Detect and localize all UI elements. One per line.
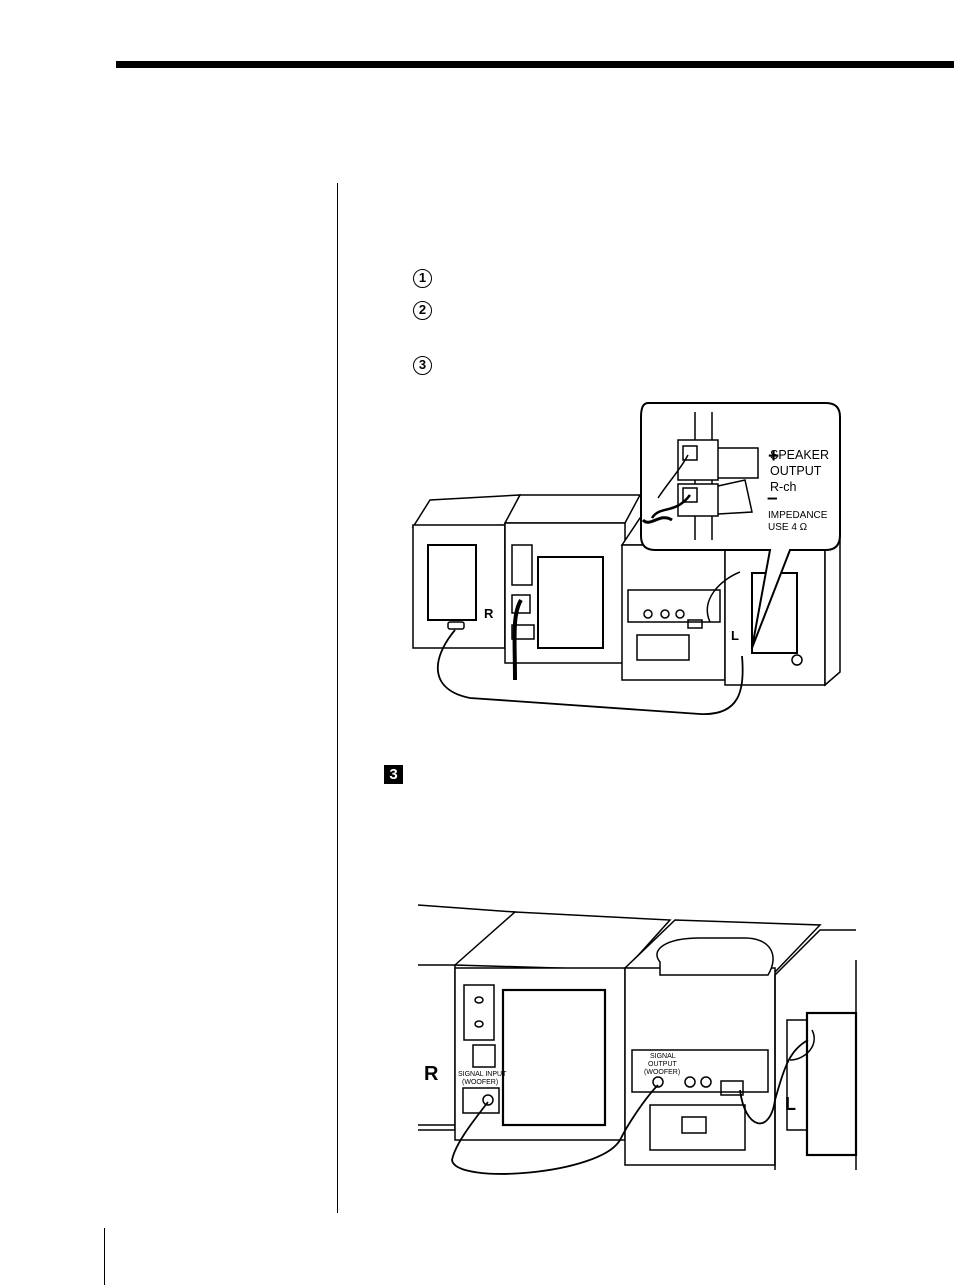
speaker-terminal-closeup bbox=[641, 412, 759, 540]
callout-speaker-label: SPEAKER bbox=[770, 448, 829, 462]
signal-input-label: SIGNAL INPUT bbox=[458, 1071, 507, 1078]
woofer-unit bbox=[503, 494, 642, 664]
step-2-marker: 2 bbox=[413, 301, 432, 320]
callout-output-label: OUTPUT bbox=[770, 464, 822, 478]
callout-channel-label: R-ch bbox=[770, 480, 796, 494]
fig2-right-label: R bbox=[424, 1063, 439, 1085]
fig1-right-label: R bbox=[484, 606, 494, 621]
minus-terminal-sign: – bbox=[767, 488, 778, 509]
fig1-left-label: L bbox=[731, 628, 739, 643]
column-divider bbox=[337, 183, 338, 1213]
header-rule bbox=[116, 61, 954, 68]
section-3-badge: 3 bbox=[384, 765, 403, 784]
woofer-closeup bbox=[453, 911, 672, 1141]
signal-output-label: SIGNAL bbox=[650, 1053, 676, 1060]
step-3-marker: 3 bbox=[413, 356, 432, 375]
main-unit-closeup bbox=[623, 919, 822, 1166]
footer-rule bbox=[104, 1228, 105, 1285]
callout-impedance-label: IMPEDANCE bbox=[768, 510, 828, 521]
signal-input-sublabel: (WOOFER) bbox=[462, 1079, 498, 1086]
speaker-cable bbox=[436, 629, 744, 715]
fig2-left-label: L bbox=[785, 1094, 796, 1114]
power-cord bbox=[512, 598, 523, 681]
woofer-signal-cable bbox=[451, 1084, 659, 1175]
step-1-marker: 1 bbox=[413, 269, 432, 288]
callout-impedance-value: USE 4 Ω bbox=[768, 522, 808, 533]
signal-output-sublabel: (WOOFER) bbox=[644, 1069, 680, 1076]
left-speaker-closeup bbox=[774, 929, 858, 1170]
signal-output-label-2: OUTPUT bbox=[648, 1061, 678, 1068]
plus-terminal-sign: + bbox=[768, 446, 779, 467]
